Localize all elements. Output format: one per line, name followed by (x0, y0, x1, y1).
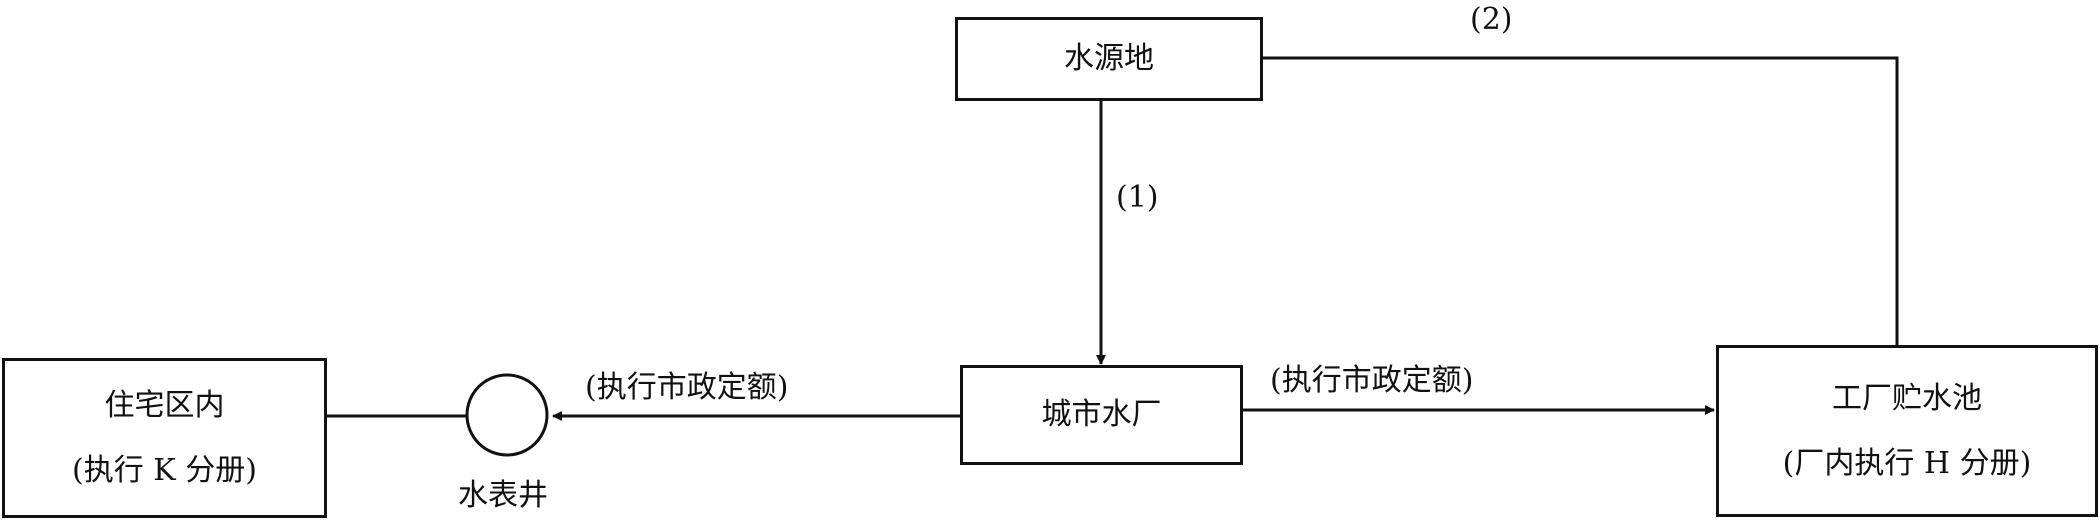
meter-well-node (465, 373, 549, 457)
edge-source-to-plant-label: (1) (1116, 180, 1159, 215)
factory-tank-sublabel: (厂内执行 H 分册) (1782, 446, 2032, 481)
residential-label: 住宅区内 (104, 387, 225, 423)
factory-tank-node: 工厂贮水池 (厂内执行 H 分册) (1716, 345, 2098, 517)
edge-plant-to-factory-label: (执行市政定额) (1270, 363, 1474, 398)
residential-sublabel: (执行 K 分册) (72, 453, 257, 488)
edge-source-to-factory-label: (2) (1470, 2, 1513, 37)
edge-plant-to-residential-label: (执行市政定额) (585, 370, 789, 405)
factory-tank-label: 工厂贮水池 (1832, 380, 1982, 416)
source-node: 水源地 (955, 17, 1263, 101)
city-plant-node: 城市水厂 (960, 365, 1243, 465)
residential-node: 住宅区内 (执行 K 分册) (2, 358, 327, 518)
city-plant-label: 城市水厂 (1041, 397, 1162, 433)
meter-well-label: 水表井 (458, 478, 548, 513)
source-label: 水源地 (1064, 41, 1154, 77)
edge-source-to-factory (1263, 56, 1902, 376)
